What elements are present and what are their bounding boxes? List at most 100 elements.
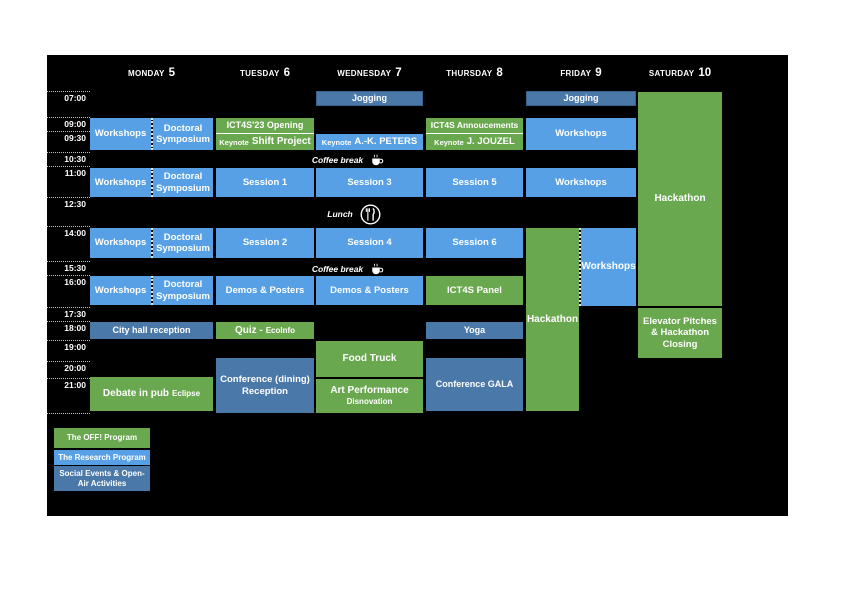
keynote-speaker: A.-K. PETERS [354,136,418,148]
keynote-speaker: J. JOUZEL [466,136,515,148]
event-workshops-friday-afternoon: Workshops [581,228,636,306]
quiz-label: Quiz - [234,324,263,336]
event-ict4s-annoucements: ICT4S Annoucements [426,118,523,134]
event-conference-gala: Conference GALA [426,358,523,411]
event-workshops-friday-0900: Workshops [526,118,636,150]
time-label-1530: 15:30 [64,263,86,273]
event-jogging-friday: Jogging [526,91,636,106]
event-session-2: Session 2 [216,228,314,258]
event-doctoral-symposium-monday-1600: Doctoral Symposium [153,276,213,305]
event-demos-posters-wednesday: Demos & Posters [316,276,423,305]
time-label-1730: 17:30 [64,309,86,319]
coffee-break-1530: Coffee break [295,262,402,276]
event-workshops-monday-1100: Workshops [90,168,151,197]
cutlery-icon [360,204,381,224]
time-gridline [47,91,90,92]
event-workshops-monday-0900: Workshops [90,118,151,150]
lunch-break: Lunch [299,203,409,225]
time-label-0930: 09:30 [64,133,86,143]
time-gridline [47,261,90,262]
time-gridline [47,117,90,118]
time-label-1600: 16:00 [64,277,86,287]
event-session-3: Session 3 [316,168,423,197]
time-gridline [47,340,90,341]
keynote-prefix: Keynote [321,137,352,147]
debate-venue: Eclipse [172,389,201,399]
time-label-2000: 20:00 [64,363,86,373]
coffee-break-1030: Coffee break [295,153,402,167]
event-hackathon-friday: Hackathon [526,228,579,411]
event-food-truck: Food Truck [316,341,423,377]
time-gridline [47,321,90,322]
event-session-5: Session 5 [426,168,523,197]
time-gridline [47,152,90,153]
event-doctoral-symposium-monday-1100: Doctoral Symposium [153,168,213,197]
keynote-prefix: Keynote [434,137,464,147]
event-yoga: Yoga [426,322,523,339]
event-demos-posters-tuesday: Demos & Posters [216,276,314,305]
column-dotted-separator [151,118,153,150]
time-label-1230: 12:30 [64,199,86,209]
event-conference-dining-reception: Conference (dining) Reception [216,358,314,413]
event-ict4s-opening: ICT4S'23 Opening [216,118,314,134]
column-dotted-separator [151,168,153,197]
event-doctoral-symposium-monday-1400: Doctoral Symposium [153,228,213,258]
event-session-4: Session 4 [316,228,423,258]
art-performance-artist: Disnovation [346,397,393,407]
time-label-2100: 21:00 [64,380,86,390]
time-label-1100: 11:00 [64,168,86,178]
event-art-performance: Art Performance Disnovation [316,379,423,413]
time-gridline [47,275,90,276]
time-gridline [47,413,90,414]
time-label-1900: 19:00 [64,342,86,352]
quiz-organizer: EcoInfo [265,325,296,335]
keynote-speaker: Shift Project [251,136,311,147]
event-keynote-peters: Keynote A.-K. PETERS [316,134,423,150]
event-keynote-shift-project: Keynote Shift Project [216,134,314,150]
coffee-cup-icon [372,154,384,166]
event-jogging-wednesday: Jogging [316,91,423,106]
coffee-cup-icon [372,263,384,275]
time-gridline [47,226,90,227]
time-gridline [47,131,90,132]
event-hackathon-saturday: Hackathon [638,92,722,306]
time-gridline [47,166,90,167]
legend-research-program: The Research Program [54,450,150,465]
time-gridline [47,307,90,308]
art-performance-title: Art Performance [330,385,409,397]
time-label-1030: 10:30 [64,154,86,164]
time-label-1800: 18:00 [64,323,86,333]
legend-off-program: The OFF! Program [54,428,150,448]
time-gridline [47,361,90,362]
time-gridline [47,378,90,379]
time-gridline [47,197,90,198]
event-workshops-monday-1600: Workshops [90,276,151,305]
time-label-0700: 07:00 [64,93,86,103]
column-dotted-separator [151,228,153,258]
legend-social-events: Social Events & Open-Air Activities [54,466,150,491]
column-dotted-separator [151,276,153,305]
event-city-hall-reception: City hall reception [90,322,213,339]
event-doctoral-symposium-monday-0900: Doctoral Symposium [153,118,213,150]
event-session-1: Session 1 [216,168,314,197]
event-debate-in-pub: Debate in pub Eclipse [90,377,213,411]
time-label-1400: 14:00 [64,228,86,238]
event-workshops-friday-1100: Workshops [526,168,636,197]
event-ict4s-panel: ICT4S Panel [426,276,523,305]
keynote-prefix: Keynote [219,137,249,147]
event-session-6: Session 6 [426,228,523,258]
event-quiz-ecoinfo: Quiz - EcoInfo [216,322,314,339]
event-workshops-monday-1400: Workshops [90,228,151,258]
time-label-0900: 09:00 [64,119,86,129]
event-elevator-pitches-hackathon-closing: Elevator Pitches & Hackathon Closing [638,308,722,358]
column-dotted-separator [579,228,581,306]
event-keynote-jouzel: Keynote J. JOUZEL [426,134,523,150]
